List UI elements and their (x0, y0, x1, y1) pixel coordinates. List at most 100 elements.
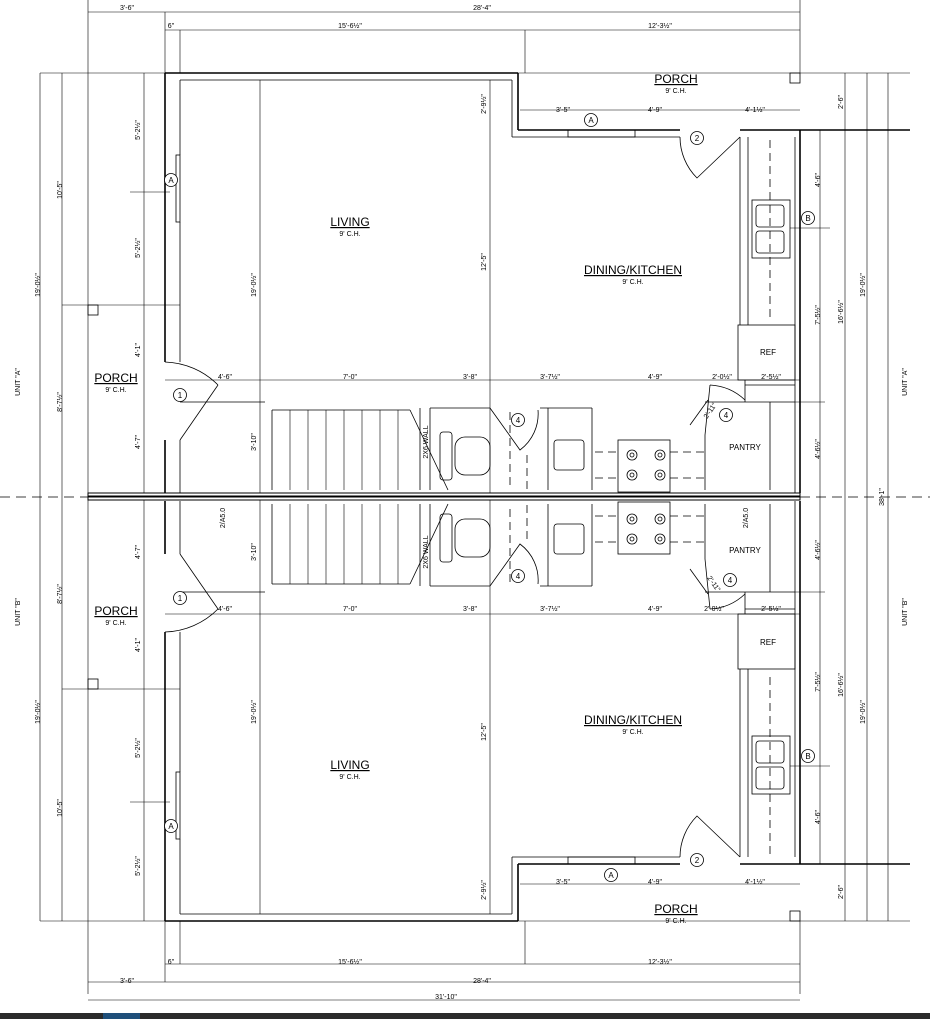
dim-top-b: 2'-9½" (480, 880, 488, 900)
dim-right-b-2: 4'-6" (815, 810, 822, 824)
dim-left-b-1: 10'-5" (57, 799, 64, 817)
door-tag-1-unit-a-circle (173, 388, 187, 402)
dim-hall-b-3: 3'-8" (463, 606, 477, 613)
door-tag-2-top: 2 (695, 134, 700, 143)
ceiling-height-porch-bottom: 9' C.H. (665, 918, 686, 925)
dim-main-width-bottom: 28'-4" (473, 978, 491, 985)
taskbar-active-item[interactable] (103, 1013, 140, 1019)
ceiling-height-porch-top: 9' C.H. (665, 88, 686, 95)
door-tag-2-bottom-circle (690, 853, 704, 867)
dim-right-a-3: 7'-5½" (814, 305, 822, 325)
dim-porch-b-2: 4'-9" (648, 879, 662, 886)
dim-right-a-4: 16'-6½" (837, 300, 845, 324)
door-tag-4-pantry-a-circle (719, 408, 733, 422)
dim-hall-b-7: 2'-5½" (761, 605, 781, 613)
section-ref-left: 2/A5.0 (220, 508, 227, 528)
dim-porch-a-3: 4'-1½" (745, 106, 765, 114)
dim-hall-a-6: 2'-0½" (712, 373, 732, 381)
door-tag-1-unit-b: 1 (178, 594, 183, 603)
dim-left-a-2: 19'-0½" (34, 273, 42, 297)
dim-hall-b-4: 3'-7½" (540, 605, 560, 613)
dim-living-depth-a: 19'-0½" (250, 273, 258, 297)
window-tag-b-unit-b: B (805, 752, 810, 761)
dim-hall-a-3: 3'-8" (463, 374, 477, 381)
section-ref-right: 2/A5.0 (743, 508, 750, 528)
window-tag-a-bottom: A (608, 871, 614, 880)
dim-left-b-3: 8'-7½" (56, 584, 64, 604)
dim-win-b-2: 5'-2½" (134, 738, 142, 758)
dim-living-depth-b: 19'-0½" (250, 700, 258, 724)
dim-porch-depth-a: 4'-7" (135, 435, 142, 449)
ceiling-height-porch-b: 9' C.H. (105, 620, 126, 627)
dim-hall-a-1: 4'-6" (218, 374, 232, 381)
dim-door-b: 4'-1" (135, 638, 142, 652)
window-tag-b-unit-b-circle (801, 749, 815, 763)
room-label-living-a: LIVING (330, 215, 369, 229)
dim-right-b-1: 2'-6" (838, 885, 845, 899)
dim-right-b-4: 16'-6½" (837, 673, 845, 697)
dim-win-a-2: 5'-2½" (134, 238, 142, 258)
dim-stair-b: 3'-10" (251, 543, 258, 561)
dim-left-a-3: 8'-7½" (56, 392, 64, 412)
dim-left-offset-bottom: 3'-6" (120, 978, 134, 985)
window-tag-a-left-unit-b: A (168, 822, 174, 831)
dim-hall-b-5: 4'-9" (648, 606, 662, 613)
dim-living-width-bottom: 15'-6½" (338, 958, 362, 966)
dim-diag-a: 2'-11" (703, 402, 719, 421)
room-label-living-b: LIVING (330, 758, 369, 772)
dim-hall-a-5: 4'-9" (648, 374, 662, 381)
label-pantry-a: PANTRY (729, 443, 761, 452)
unit-b-label-left: UNIT "B" (15, 598, 22, 626)
window-tag-b-unit-a: B (805, 214, 810, 223)
dim-left-b-2: 19'-0½" (34, 700, 42, 724)
dim-win-b-1: 5'-2½" (134, 856, 142, 876)
dim-left-offset-top: 3'-6" (120, 5, 134, 12)
dim-kitchen-width-top: 12'-3½" (648, 22, 672, 30)
room-label-porch-top: PORCH (654, 72, 697, 86)
ceiling-height-kitchen-a: 9' C.H. (622, 279, 643, 286)
unit-b-plan (39, 496, 911, 995)
dim-overall-width: 31'-10" (435, 994, 457, 1001)
dim-stair-a: 3'-10" (251, 433, 258, 451)
dim-living-12-a: 12'-5" (481, 253, 488, 271)
room-label-porch-a: PORCH (94, 371, 137, 385)
label-pantry-b: PANTRY (729, 546, 761, 555)
dim-porch-b-3: 4'-1½" (745, 878, 765, 886)
dim-living-12-b: 12'-5" (481, 723, 488, 741)
dim-right-a-1: 2'-6" (838, 95, 845, 109)
room-label-porch-b: PORCH (94, 604, 137, 618)
window-tag-a-top: A (588, 116, 594, 125)
window-tag-a-left-unit-a-circle (164, 173, 178, 187)
dim-hall-a-2: 7'-0" (343, 374, 357, 381)
door-tag-1-unit-a: 1 (178, 391, 183, 400)
door-tag-4-bath-b: 4 (516, 572, 521, 581)
door-tag-4-pantry-b: 4 (728, 576, 733, 585)
door-tag-4-pantry-b-circle (723, 573, 737, 587)
dim-left-a-1: 10'-5" (57, 181, 64, 199)
dim-porch-a-1: 3'-5" (556, 107, 570, 114)
dim-top-a: 2'-9½" (480, 94, 488, 114)
dim-win-a-1: 5'-2½" (134, 120, 142, 140)
door-tag-4-bath-b-circle (511, 569, 525, 583)
window-tag-a-bottom-circle (604, 868, 618, 882)
dim-hall-a-7: 2'-5½" (761, 373, 781, 381)
dim-right-a-2: 4'-6" (815, 173, 822, 187)
dim-hall-a-4: 3'-7½" (540, 373, 560, 381)
dim-pantry-b: 4'-6½" (814, 540, 822, 560)
ceiling-height-living-b: 9' C.H. (339, 774, 360, 781)
ceiling-height-porch-a: 9' C.H. (105, 387, 126, 394)
room-label-dining-kitchen-b: DINING/KITCHEN (584, 713, 682, 727)
dim-right-b-3: 7'-5½" (814, 672, 822, 692)
unit-a-plan (39, 0, 911, 498)
dim-living-width-top: 15'-6½" (338, 22, 362, 30)
unit-a-label-right: UNIT "A" (902, 368, 909, 396)
room-label-dining-kitchen-a: DINING/KITCHEN (584, 263, 682, 277)
door-tag-2-top-circle (690, 131, 704, 145)
door-tag-4-pantry-a: 4 (724, 411, 729, 420)
dim-hall-b-1: 4'-6" (218, 606, 232, 613)
dim-wall-bottom: 6" (168, 959, 175, 966)
window-tag-a-top-circle (584, 113, 598, 127)
label-ref-a: REF (760, 348, 776, 357)
door-tag-4-bath-a: 4 (516, 416, 521, 425)
